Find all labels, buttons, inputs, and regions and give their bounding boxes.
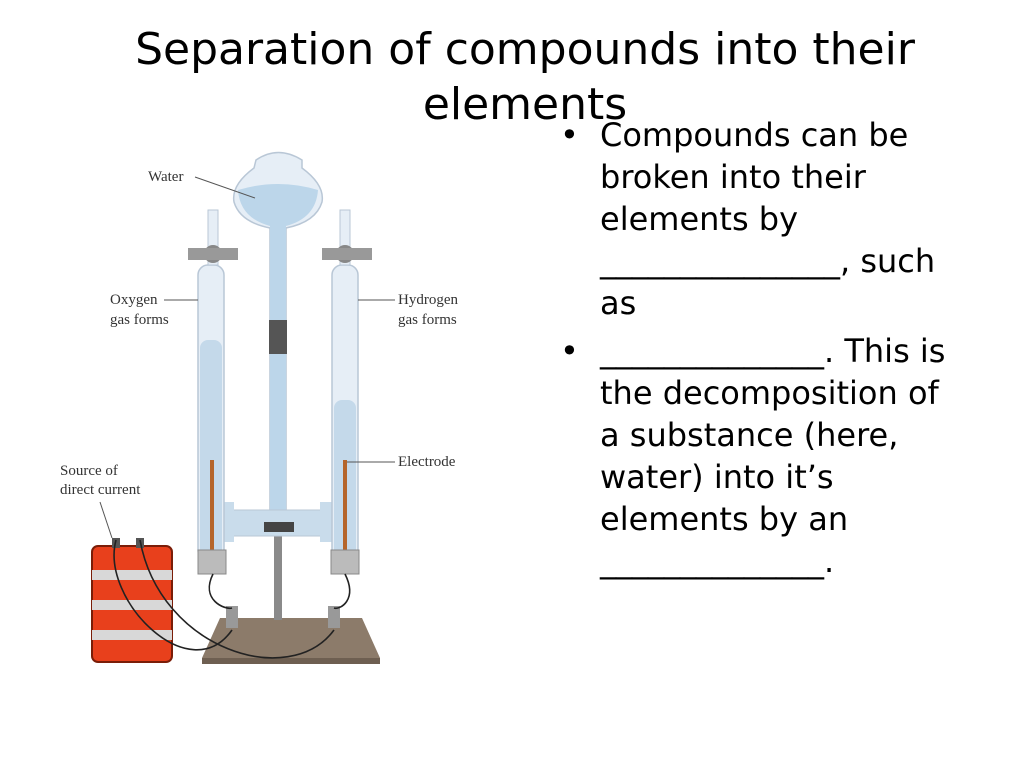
water-label: Water [148,169,183,185]
slide-title: Separation of compounds into their eleme… [135,24,915,130]
oxygen-tube [188,209,238,575]
bullet-marker: • [560,332,579,370]
bullet-marker: • [560,116,579,154]
battery [91,538,173,663]
oxygen-label-line1: Oxygen [110,292,158,308]
bullet-text: ______________. This is the decompositio… [600,332,946,580]
source-label-line2: direct current [60,482,141,498]
bullet-text: Compounds can be broken into their eleme… [600,116,936,322]
bullet-item: • ______________. This is the decomposit… [560,330,960,582]
leader-lines [99,176,395,539]
source-label-line1: Source of [60,463,118,479]
bullet-item: • Compounds can be broken into their ele… [560,114,960,324]
water-reservoir [232,151,324,511]
wires [113,539,351,659]
electrolysis-apparatus-figure: Water Oxygen gas forms Hydrogen gas form… [60,151,458,664]
hydrogen-label-line2: gas forms [398,312,457,328]
right-terminal [328,606,340,628]
bullet-list: • Compounds can be broken into their ele… [560,114,960,588]
electrode-label: Electrode [398,454,456,470]
hydrogen-tube [322,209,372,575]
oxygen-label-line2: gas forms [110,312,169,328]
left-terminal [226,606,238,628]
hydrogen-label-line1: Hydrogen [398,292,458,308]
